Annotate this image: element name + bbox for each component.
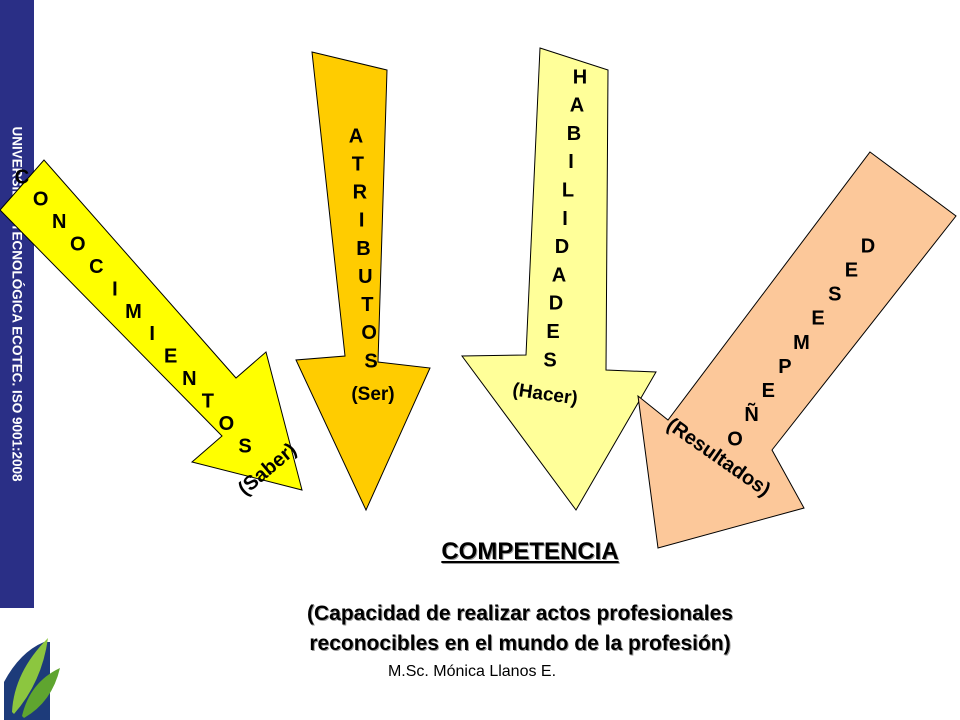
leaf-logo-icon [4, 638, 60, 720]
desempeno-letter: S [828, 284, 841, 306]
conocimientos-letter: M [125, 301, 142, 323]
habilidades-letter: A [570, 95, 584, 117]
author-credit: M.Sc. Mónica Llanos E. [387, 663, 557, 680]
habilidades-letter: D [555, 236, 569, 258]
desempeno-letter: O [727, 428, 743, 450]
habilidades-arrow [461, 47, 657, 511]
sidebar-banner: UNIVERSIDAD TECNOLÓGICA ECOTEC. ISO 9001… [0, 0, 34, 608]
conocimientos-letter: C [15, 166, 29, 188]
desempeno-letter: E [845, 259, 858, 281]
conocimientos-letter: O [33, 189, 49, 211]
desempeno-letter: E [811, 308, 824, 330]
desempeno-letter: Ñ [744, 403, 758, 426]
definition-line-1: (Capacidad de realizar actos profesional… [307, 602, 733, 625]
desempeno-letter: D [861, 235, 875, 257]
habilidades-letter: A [552, 264, 566, 286]
conocimientos-letter: I [112, 278, 118, 300]
desempeno-letter: P [778, 356, 791, 378]
atributos-arrow [295, 51, 431, 512]
habilidades-letter: D [549, 293, 563, 315]
atributos-letter: B [356, 238, 370, 260]
desempeno-letter: E [762, 380, 775, 402]
habilidades-letter: L [562, 179, 574, 201]
atributos-letter: O [361, 322, 377, 344]
conocimientos-letter: C [89, 256, 103, 278]
conocimientos-letter: I [149, 323, 155, 345]
conocimientos-letter: S [238, 435, 251, 457]
habilidades-letter: I [562, 208, 568, 230]
atributos-letter: T [352, 153, 364, 175]
conocimientos-arrow [0, 159, 303, 491]
habilidades-letter: I [568, 151, 574, 173]
atributos-caption: (Ser) [351, 384, 394, 405]
conocimientos-letter: E [164, 346, 177, 368]
habilidades-letter: B [567, 123, 581, 145]
habilidades-letter: H [573, 66, 587, 88]
atributos-letter: U [358, 266, 372, 288]
atributos-letter: I [359, 210, 365, 232]
conocimientos-letter: N [52, 211, 66, 233]
atributos-letter: A [349, 125, 363, 147]
atributos-letter: T [361, 294, 373, 316]
habilidades-letter: S [543, 349, 556, 371]
definition-line-2: reconocibles en el mundo de la profesión… [309, 632, 731, 655]
desempeno-letter: M [793, 332, 810, 354]
conocimientos-letter: T [202, 390, 214, 412]
competencia-title: COMPETENCIA [441, 538, 619, 565]
habilidades-letter: E [546, 321, 559, 343]
desempeno-arrow [637, 151, 957, 549]
atributos-letter: R [353, 182, 368, 204]
conocimientos-letter: O [219, 413, 235, 435]
atributos-letter: S [364, 350, 377, 372]
conocimientos-letter: N [182, 368, 196, 390]
conocimientos-letter: O [70, 234, 86, 256]
